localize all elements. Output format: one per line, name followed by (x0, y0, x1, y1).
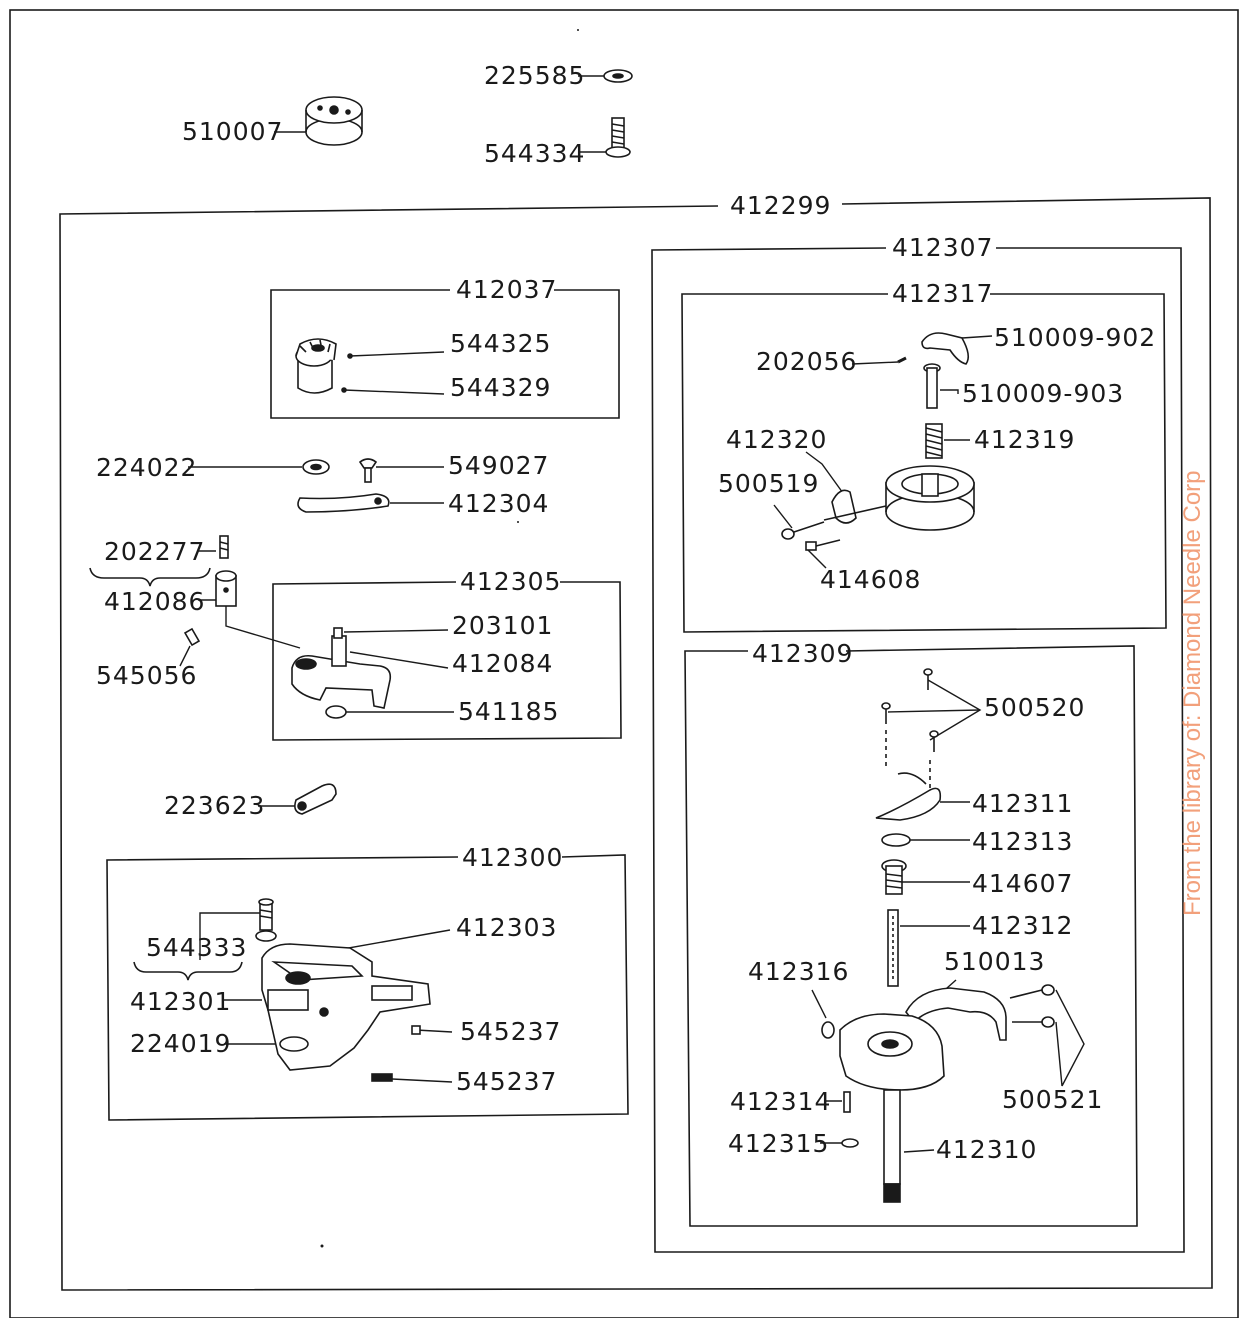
group-412309-title: 412309 (752, 639, 853, 668)
label-541185: 541185 (458, 697, 559, 726)
label-544334: 544334 (484, 139, 585, 168)
spring-545237-icon (371, 1073, 393, 1082)
brace-202277-412086 (89, 567, 211, 587)
box-412305 (272, 581, 622, 741)
label-414607: 414607 (972, 869, 1073, 898)
screw-202277-icon (219, 535, 229, 559)
parts-art (183, 69, 1055, 1203)
ring-412313-icon (881, 833, 911, 847)
lever-412305-icon (291, 627, 392, 709)
label-544329: 544329 (450, 373, 551, 402)
label-224022: 224022 (96, 453, 197, 482)
group-412317-title: 412317 (892, 279, 993, 308)
rotary-hook-412310-icon (839, 1013, 945, 1203)
latch-510009-902-icon (921, 332, 970, 365)
plug-412316-icon (821, 1021, 835, 1039)
label-510013: 510013 (944, 947, 1045, 976)
label-203101: 203101 (452, 611, 553, 640)
label-412312: 412312 (972, 911, 1073, 940)
label-544325: 544325 (450, 329, 551, 358)
nut-541185-icon (325, 705, 347, 719)
box-412300 (106, 854, 629, 1121)
bobbin-case-412317-icon (823, 465, 975, 531)
part-labels: 225585 510007 544334 544325 544329 22402… (96, 61, 1156, 1164)
label-223623: 223623 (164, 791, 265, 820)
label-510007: 510007 (182, 117, 283, 146)
label-510009-903: 510009-903 (962, 379, 1124, 408)
label-544333: 544333 (146, 933, 247, 962)
wing-screw-549027-icon (358, 458, 378, 483)
label-549027: 549027 (448, 451, 549, 480)
label-412316: 412316 (748, 957, 849, 986)
label-412303: 412303 (456, 913, 557, 942)
scan-specks (320, 29, 579, 1248)
label-224019: 224019 (130, 1029, 231, 1058)
group-412307-title: 412307 (892, 233, 993, 262)
box-412317 (681, 293, 1167, 633)
box-412037 (270, 289, 620, 419)
label-412314: 412314 (730, 1087, 831, 1116)
library-watermark: From the library of: Diamond Needle Corp (1179, 470, 1206, 916)
label-545056: 545056 (96, 661, 197, 690)
screw-414608-icon (805, 539, 841, 551)
label-412320: 412320 (726, 425, 827, 454)
guard-510013-icon (905, 987, 1007, 1041)
collar-412086-icon (215, 570, 237, 607)
label-225585: 225585 (484, 61, 585, 90)
label-500520: 500520 (984, 693, 1085, 722)
arm-223623-icon (294, 783, 337, 815)
label-545237-lower: 545237 (456, 1067, 557, 1096)
screw-412314-icon (843, 1091, 851, 1113)
label-412315: 412315 (728, 1129, 829, 1158)
screw-544333-icon (255, 898, 277, 942)
label-202277: 202277 (104, 537, 205, 566)
label-545237-upper: 545237 (460, 1017, 561, 1046)
label-510009-902: 510009-902 (994, 323, 1156, 352)
spring-412319-icon (925, 423, 943, 459)
box-412307 (651, 247, 1185, 1253)
hook-412311-icon (875, 787, 942, 821)
screws-500520-icon (881, 668, 939, 752)
plunger-510009-903-icon (923, 363, 941, 409)
label-414608: 414608 (820, 565, 921, 594)
label-412313: 412313 (972, 827, 1073, 856)
gear-412037-icon (295, 338, 337, 394)
label-412086: 412086 (104, 587, 205, 616)
label-412311: 412311 (972, 789, 1073, 818)
group-412299-title: 412299 (730, 191, 831, 220)
label-500519: 500519 (718, 469, 819, 498)
label-202056: 202056 (756, 347, 857, 376)
box-412309 (684, 645, 1138, 1227)
label-412084: 412084 (452, 649, 553, 678)
label-500521: 500521 (1002, 1085, 1103, 1114)
screw-414607-icon (881, 859, 907, 895)
label-412310: 412310 (936, 1135, 1037, 1164)
group-412300-title: 412300 (462, 843, 563, 872)
group-titles: 412299 412307 412317 412037 412305 41230… (456, 191, 993, 872)
label-412304: 412304 (448, 489, 549, 518)
plate-412304-icon (297, 493, 390, 513)
group-412305-title: 412305 (460, 567, 561, 596)
bobbin-510007-icon (305, 96, 363, 146)
screw-545056-icon (183, 627, 201, 647)
group-412037-title: 412037 (456, 275, 557, 304)
screw-544334-icon (605, 117, 631, 158)
base-412300-icon (261, 943, 431, 1071)
screws-500521-icon (1009, 984, 1055, 1028)
box-412299 (59, 197, 1213, 1291)
label-412301: 412301 (130, 987, 231, 1016)
screw-500519-icon (781, 521, 825, 540)
washer-412315-icon (841, 1138, 859, 1148)
label-412319: 412319 (974, 425, 1075, 454)
brace-544333-412301 (133, 961, 243, 981)
